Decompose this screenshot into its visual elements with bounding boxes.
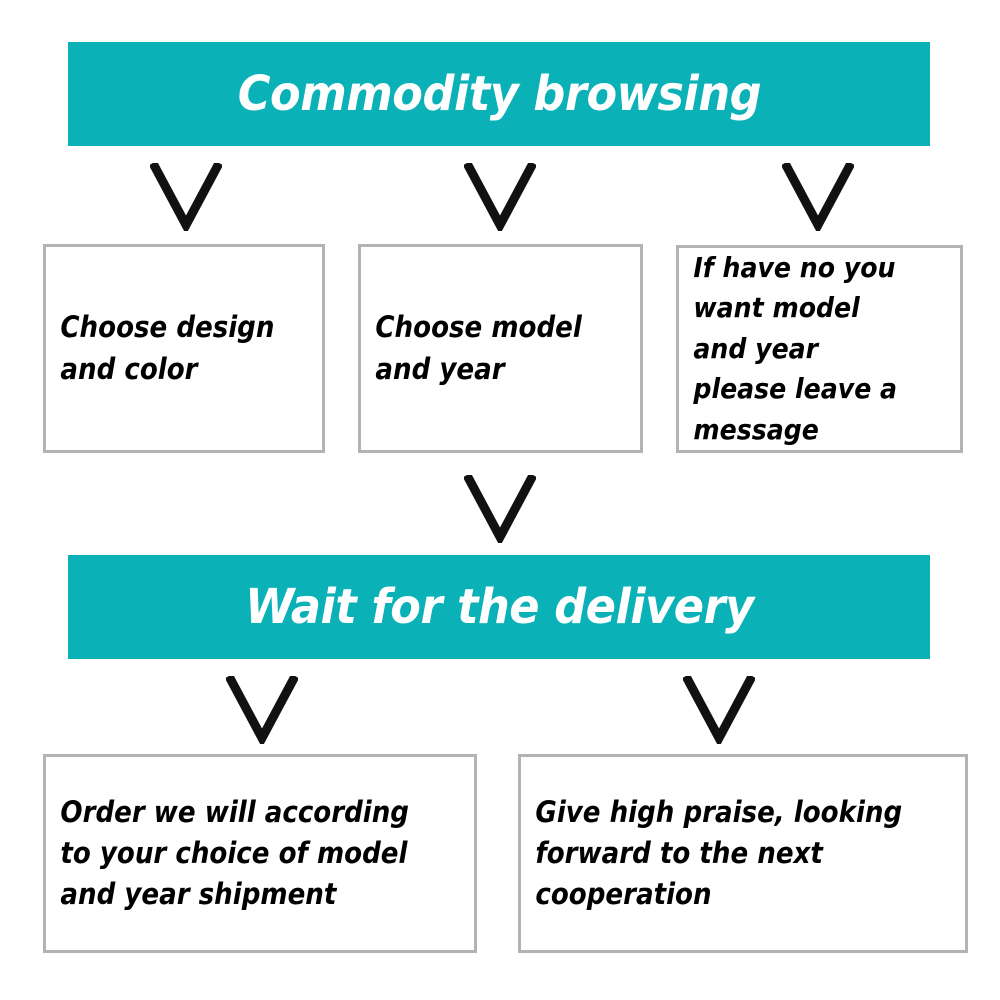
- box-give-high-praise[interactable]: Give high praise, looking forward to the…: [518, 754, 968, 953]
- banner-commodity-browsing-label: Commodity browsing: [237, 66, 761, 122]
- connector-delivery-to-order: [226, 676, 298, 744]
- box-choose-model-and-year-label: Choose model and year: [375, 310, 582, 386]
- box-order-shipment[interactable]: Order we will according to your choice o…: [43, 754, 477, 953]
- connector-browsing-to-message: [782, 163, 854, 231]
- banner-commodity-browsing: Commodity browsing: [68, 42, 930, 146]
- connector-delivery-to-praise: [683, 676, 755, 744]
- connector-browsing-to-model: [464, 163, 536, 231]
- banner-wait-for-the-delivery: Wait for the delivery: [68, 555, 930, 659]
- box-choose-design-and-color[interactable]: Choose design and color: [43, 244, 325, 453]
- box-leave-a-message[interactable]: If have no you want model and year pleas…: [676, 245, 963, 453]
- connector-browsing-to-design: [150, 163, 222, 231]
- box-choose-model-and-year[interactable]: Choose model and year: [358, 244, 643, 453]
- box-leave-a-message-label: If have no you want model and year pleas…: [693, 250, 898, 446]
- box-give-high-praise-label: Give high praise, looking forward to the…: [535, 794, 903, 912]
- box-choose-design-and-color-label: Choose design and color: [60, 310, 275, 386]
- connector-model-to-delivery: [464, 475, 536, 543]
- banner-wait-for-the-delivery-label: Wait for the delivery: [244, 579, 754, 635]
- box-order-shipment-label: Order we will according to your choice o…: [60, 794, 409, 912]
